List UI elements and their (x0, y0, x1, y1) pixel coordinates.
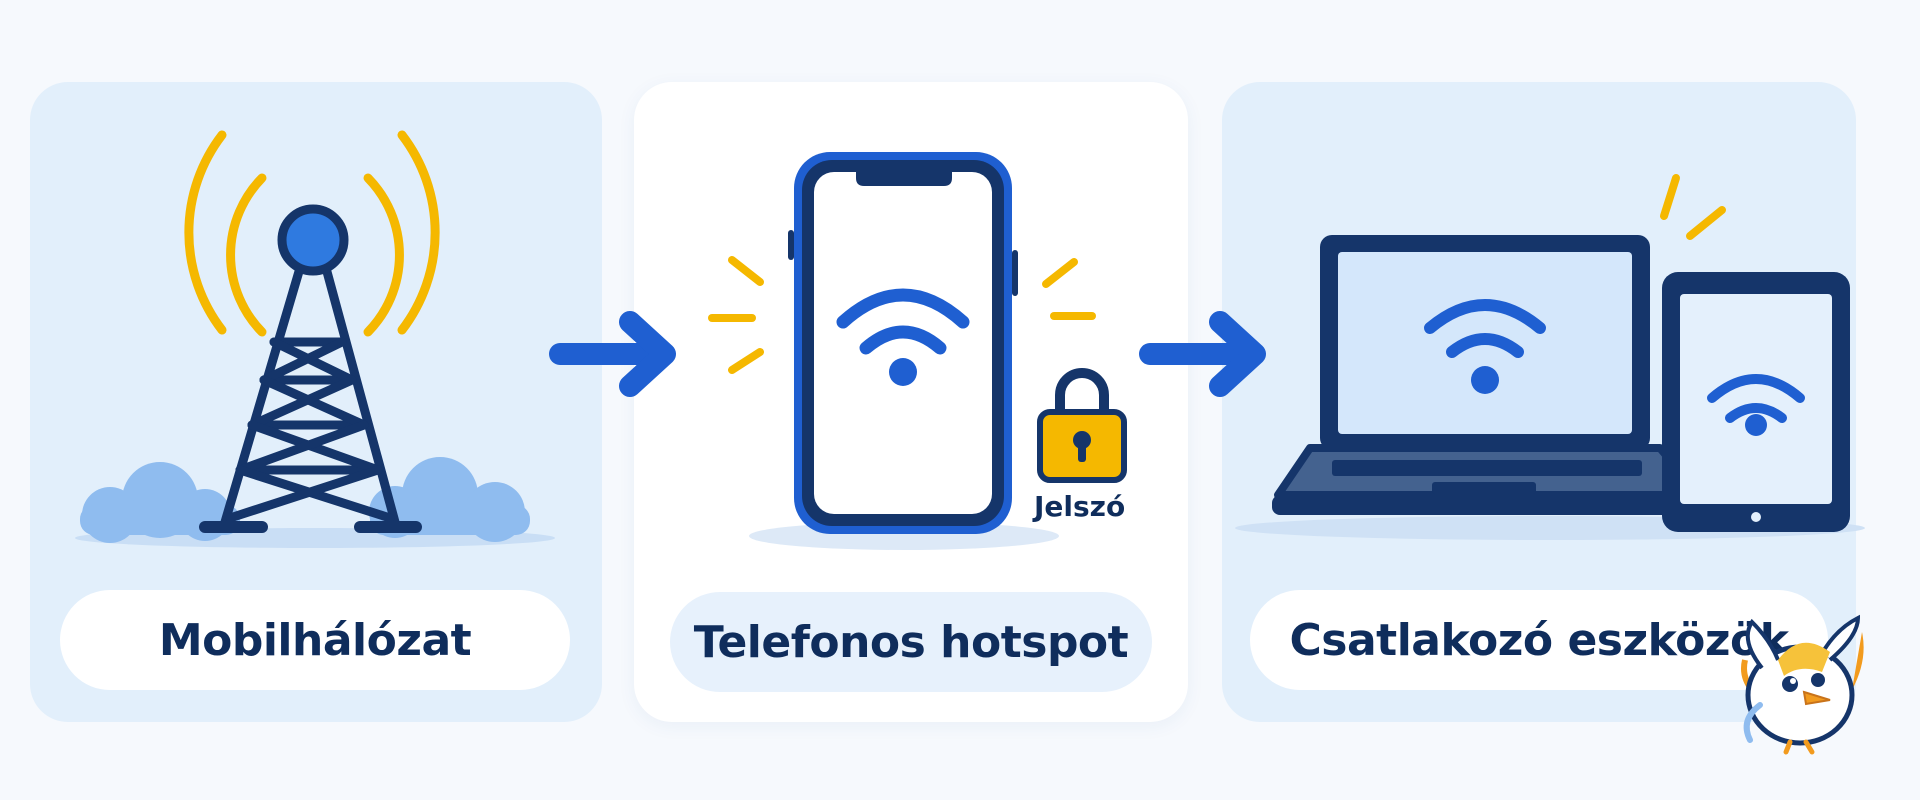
tablet-icon (1662, 272, 1850, 532)
cloud-icon (75, 457, 555, 548)
wifi-icon (836, 288, 970, 386)
mobile-network-label: Mobilhálózat (60, 590, 570, 690)
signal-rays-icon (1660, 174, 1726, 240)
bird-mascot-icon (1741, 614, 1864, 755)
wifi-icon (1424, 299, 1546, 394)
panel-mobile-network: Mobilhálózat (30, 82, 602, 722)
wifi-icon (1707, 374, 1805, 436)
connected-devices-label: Csatlakozó eszközök (1250, 590, 1828, 690)
lock-icon (1037, 368, 1127, 483)
arrow-right-icon (1139, 311, 1266, 397)
smartphone-icon (749, 152, 1059, 550)
cell-tower-icon (184, 130, 440, 533)
hotspot-rays-icon (708, 256, 1096, 374)
phone-hotspot-label: Telefonos hotspot (670, 592, 1152, 692)
password-label: Jelszó (1034, 490, 1126, 523)
arrow-right-icon (549, 311, 676, 397)
